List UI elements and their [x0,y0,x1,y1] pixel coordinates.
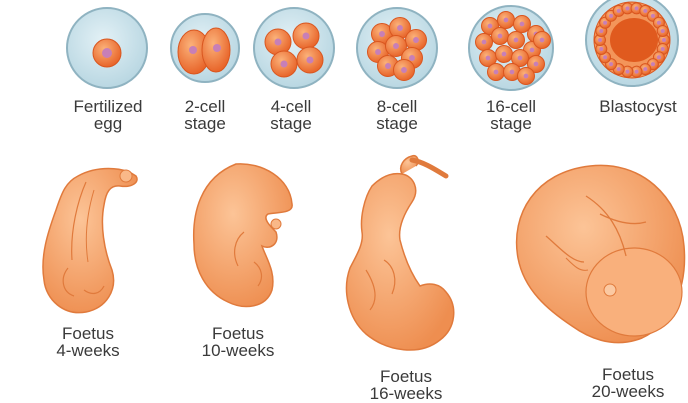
foetus-label-line1: Foetus [576,366,680,383]
nucleus [520,22,525,27]
foetus-label-line2: 4-weeks [38,342,138,359]
nucleus [514,38,519,43]
nucleus [524,74,529,79]
nucleus [617,9,621,13]
nucleus [393,43,399,49]
stage-label-line1: Fertilized [58,98,158,115]
nucleus [599,29,603,33]
nucleus [598,38,602,42]
foetus-16-weeks-illustration [347,156,454,350]
nucleus [657,55,661,59]
nucleus [486,56,491,61]
nucleus [397,25,403,31]
stage-label-line1: 4-cell [246,98,336,115]
stage-label-line1: 16-cell [466,98,556,115]
stage-label-16-cell: 16-cell stage [466,98,556,132]
foetus-10-weeks-illustration [194,164,292,307]
eight-cell-illustration [357,8,437,88]
nucleus [502,52,507,57]
nucleus [413,37,419,43]
blastocyst-illustration [586,0,678,86]
nucleus [609,62,613,66]
nucleus [635,70,639,74]
stage-label-line1: Blastocyst [588,98,688,115]
stage-label-line1: 8-cell [352,98,442,115]
nucleus [661,29,665,33]
nucleus [661,47,665,51]
nucleus [662,38,666,42]
nucleus [643,67,647,71]
nucleus [401,67,407,73]
nucleus [409,55,415,61]
nucleus [379,31,385,37]
foetus-label-line2: 20-weeks [576,383,680,400]
foetus-label-line1: Foetus [38,325,138,342]
stage-label-line2: stage [246,115,336,132]
foetus-label-4-weeks: Foetus 4-weeks [38,325,138,359]
nucleus [599,47,603,51]
foetus-label-line2: 10-weeks [188,342,288,359]
nucleus [504,18,509,23]
sixteen-cell-illustration [469,6,553,90]
stage-label-line2: stage [466,115,556,132]
nucleus [635,6,639,10]
nucleus [617,67,621,71]
nucleus [651,14,655,18]
nucleus [385,63,391,69]
foetus-label-line2: 16-weeks [356,385,456,402]
foetus-label-line1: Foetus [188,325,288,342]
nucleus [494,70,499,75]
nucleus [603,21,607,25]
nucleus [518,56,523,61]
nucleus [625,70,629,74]
nucleus [609,14,613,18]
foetus-label-20-weeks: Foetus 20-weeks [576,366,680,400]
nucleus [510,70,515,75]
stage-label-line2: stage [352,115,442,132]
nucleus [603,55,607,59]
foetus-label-line1: Foetus [356,368,456,385]
nucleus [498,34,503,39]
stage-label-2-cell: 2-cell stage [160,98,250,132]
fertilized-egg-illustration [67,8,147,88]
two-cell-illustration [171,14,239,82]
stage-label-line2: egg [58,115,158,132]
nucleus [625,6,629,10]
foetus-label-16-weeks: Foetus 16-weeks [356,368,456,402]
nucleus [534,62,539,67]
nucleus [488,24,493,29]
nucleus [643,9,647,13]
nucleus [375,49,381,55]
stage-label-blastocyst: Blastocyst [588,98,688,115]
nucleus [530,48,535,53]
nucleus [657,21,661,25]
stage-label-fertilized-egg: Fertilized egg [58,98,158,132]
stage-label-line1: 2-cell [160,98,250,115]
foetus-4-weeks-illustration [43,169,137,313]
nucleus [482,40,487,45]
nucleus [651,62,655,66]
four-cell-illustration [254,8,334,88]
stage-label-4-cell: 4-cell stage [246,98,336,132]
nucleus [540,38,545,43]
stage-label-line2: stage [160,115,250,132]
foetus-label-10-weeks: Foetus 10-weeks [188,325,288,359]
foetus-20-weeks-illustration [517,165,685,342]
stage-label-8-cell: 8-cell stage [352,98,442,132]
